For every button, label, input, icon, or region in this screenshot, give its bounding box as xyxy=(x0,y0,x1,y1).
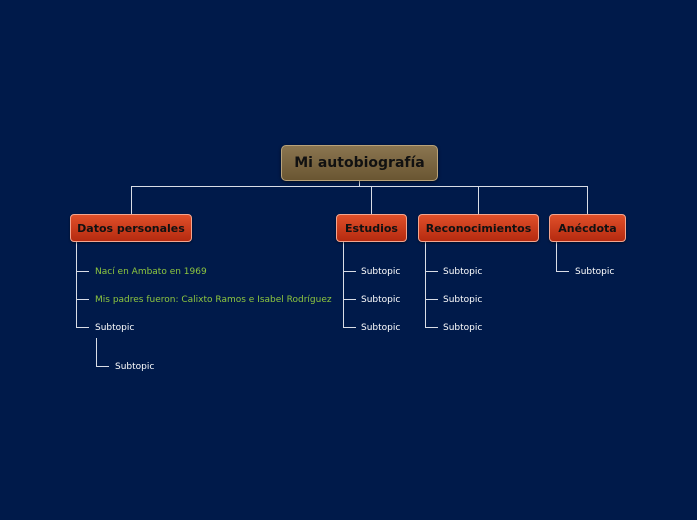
subtopic-item[interactable]: Subtopic xyxy=(95,323,135,333)
subtopic-item[interactable]: Subtopic xyxy=(575,267,615,277)
subtopic-item[interactable]: Subtopic xyxy=(443,295,483,305)
subtopic-item[interactable]: Subtopic xyxy=(361,295,401,305)
subtopic-item[interactable]: Subtopic xyxy=(361,323,401,333)
subtopic-birth-note[interactable]: Nací en Ambato en 1969 xyxy=(95,267,207,277)
topic-estudios[interactable]: Estudios xyxy=(336,214,407,242)
subtopic-nested-item[interactable]: Subtopic xyxy=(115,362,155,372)
subtopic-item[interactable]: Subtopic xyxy=(443,323,483,333)
subtopic-item[interactable]: Subtopic xyxy=(443,267,483,277)
central-topic[interactable]: Mi autobiografía xyxy=(281,145,438,181)
topic-anecdota[interactable]: Anécdota xyxy=(549,214,626,242)
topic-reconocimientos[interactable]: Reconocimientos xyxy=(418,214,539,242)
subtopic-parents-note[interactable]: Mis padres fueron: Calixto Ramos e Isabe… xyxy=(95,295,332,305)
topic-datos-personales[interactable]: Datos personales xyxy=(70,214,192,242)
subtopic-item[interactable]: Subtopic xyxy=(361,267,401,277)
